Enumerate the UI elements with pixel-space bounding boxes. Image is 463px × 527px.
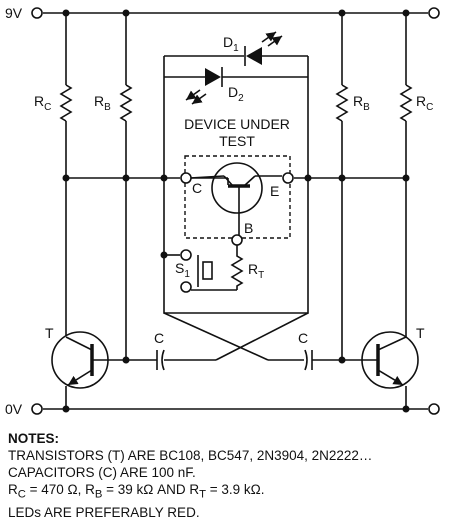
ground-terminal-right [428, 403, 440, 415]
cap-right-label: C [298, 330, 308, 346]
dut-label-line2: TEST [219, 133, 255, 149]
supply-terminal-right [428, 7, 440, 19]
capacitor-left: C [126, 330, 165, 371]
d1-label: D1 [223, 34, 239, 54]
ground-rail: 0V [5, 401, 440, 417]
dut-pin-e [282, 172, 294, 184]
rc-right-label: RC [416, 93, 433, 113]
dut-pin-c-label: C [192, 180, 202, 196]
notes-section: NOTES: TRANSISTORS (T) ARE BC108, BC547,… [8, 430, 458, 521]
transistor-left: T [45, 325, 126, 409]
rc-left-label: RC [34, 93, 51, 113]
dut-label-line1: DEVICE UNDER [184, 116, 290, 132]
transistor-right-label: T [416, 325, 425, 341]
notes-line-transistors: TRANSISTORS (T) ARE BC108, BC547, 2N3904… [8, 448, 373, 463]
d2-label: D2 [228, 84, 244, 104]
rb-left-label: RB [94, 93, 111, 113]
rt-label: RT [248, 261, 264, 281]
resistor-rt: RT [191, 245, 264, 291]
resistor-rb-left: RB [94, 13, 133, 360]
supply-label: 9V [5, 5, 23, 21]
capacitor-right: C [298, 330, 342, 371]
notes-header: NOTES: [8, 431, 60, 446]
supply-rail: 9V [5, 5, 440, 21]
dut-transistor: C E B [180, 162, 294, 246]
resistor-rb-right: RB [335, 13, 370, 360]
resistor-rc-left: RC [34, 13, 73, 337]
dut-pin-c [180, 172, 192, 184]
junction-dots [62, 9, 410, 413]
dut-pin-b-label: B [244, 220, 253, 236]
transistor-right: T [342, 325, 425, 409]
notes-line-leds: LEDs ARE PREFERABLY RED. [8, 504, 200, 520]
led-d2: D2 [164, 67, 308, 105]
s1-label: S1 [175, 260, 190, 280]
supply-terminal-left [31, 7, 43, 19]
rb-right-label: RB [353, 93, 370, 113]
cap-left-label: C [154, 330, 164, 346]
notes-line-values: RC = 470 Ω, RB = 39 kΩ AND RT = 3.9 kΩ. [8, 482, 265, 501]
led-d1: D1 [164, 31, 308, 66]
notes-line-capacitors: CAPACITORS (C) ARE 100 nF. [8, 465, 196, 480]
resistor-rc-right: RC [399, 13, 433, 337]
switch-s1: S1 [163, 178, 213, 293]
ground-label: 0V [5, 401, 23, 417]
dut-pin-e-label: E [270, 183, 279, 199]
dut-pin-b [231, 234, 243, 246]
test-circuit-schematic: 9V 0V RC RB RB RC [5, 5, 440, 417]
transistor-left-label: T [45, 325, 54, 341]
ground-terminal-left [31, 403, 43, 415]
